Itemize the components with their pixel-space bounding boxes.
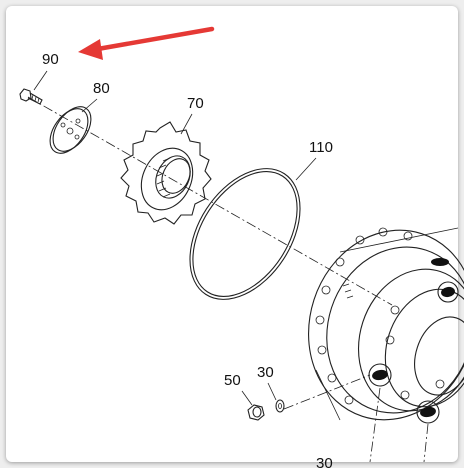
screw-part-90 <box>19 88 43 105</box>
leader-90 <box>33 70 48 91</box>
callout-80: 80 <box>93 80 110 97</box>
leader-50 <box>241 390 253 406</box>
callout-30: 30 <box>257 364 274 381</box>
callout-110: 110 <box>309 139 333 156</box>
washer-part-30 <box>275 399 285 413</box>
bolt-axis <box>283 374 371 410</box>
callout-30-lower: 30 <box>316 455 333 468</box>
oring-part-110 <box>189 168 301 300</box>
leader-110 <box>295 157 317 181</box>
leader-80 <box>81 98 98 113</box>
exploded-parts-diagram: 90 80 70 110 50 30 30 <box>19 26 464 468</box>
leader-30 <box>267 382 277 401</box>
callout-90: 90 <box>42 51 59 68</box>
highlight-arrow <box>78 26 215 60</box>
assembly-axis <box>27 96 393 306</box>
sprocket-part-70 <box>120 121 212 225</box>
hub-assembly <box>308 227 464 463</box>
diagram-frame: 90 80 70 110 50 30 30 <box>6 6 464 468</box>
plug-part-50 <box>247 404 265 421</box>
callout-70: 70 <box>187 95 204 112</box>
callout-50: 50 <box>224 372 241 389</box>
plate-part-80 <box>49 106 92 154</box>
